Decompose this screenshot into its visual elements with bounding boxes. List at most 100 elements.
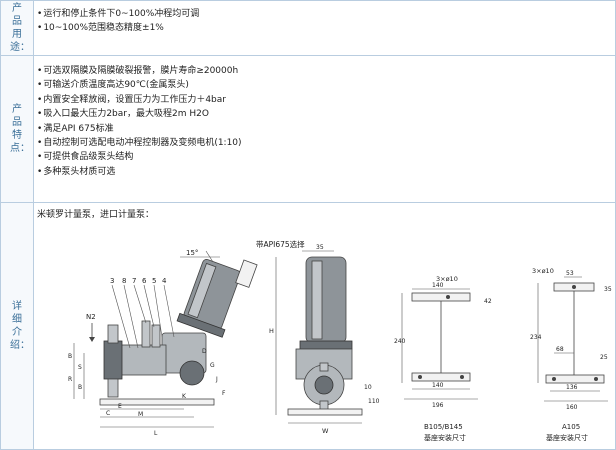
list-item: 可提供食品级泵头结构 <box>37 150 615 164</box>
dim-label: B <box>68 353 72 360</box>
pump-side-view: 15° <box>68 249 258 437</box>
dim-label: L <box>154 430 158 437</box>
mount-hole <box>418 375 422 379</box>
pump-head <box>117 344 167 376</box>
motor <box>176 259 258 338</box>
crank-disc <box>179 360 205 386</box>
dim-label: 234 <box>530 334 542 341</box>
base-plate-bottom <box>545 374 605 384</box>
base-caption-text: 基座安装尺寸 <box>546 433 588 442</box>
discharge-valve <box>107 324 119 344</box>
dim-label: 160 <box>566 404 578 411</box>
dim-label: H <box>269 327 274 335</box>
dim-label: J <box>215 376 218 383</box>
dim-label: 240 <box>394 338 406 345</box>
list-item: 运行和停止条件下0~100%冲程均可调 <box>37 7 615 21</box>
dim-label: C <box>106 410 110 417</box>
dim-label: 140 <box>432 382 444 389</box>
callout-number: 5 <box>152 277 156 285</box>
dim-label: 10 <box>364 384 372 391</box>
dim-label: M <box>138 411 143 418</box>
list-item: 可输送介质温度高达90℃(金属泵头) <box>37 78 615 92</box>
dim-label: G <box>210 362 215 369</box>
base-a105-drawing: 3×ø10 53 35 234 68 25 136 <box>530 267 612 442</box>
callout-number: 3 <box>110 277 114 285</box>
list-item: 吸入口最大压力2bar，最大吸程2m H2O <box>37 107 615 121</box>
base-caption-model: A105 <box>562 423 580 431</box>
list-item: 多种泵头材质可选 <box>37 165 615 179</box>
diaphragm-chamber <box>103 340 123 380</box>
callout-line <box>143 284 155 328</box>
n2-label: N2 <box>86 313 96 321</box>
usage-content: 运行和停止条件下0~100%冲程均可调 10~100%范围稳态精度±1% <box>34 1 615 55</box>
dim-label: K <box>182 393 187 400</box>
dim-label: 25 <box>600 354 608 361</box>
base-caption-model: B105/B145 <box>424 423 463 431</box>
dim-label: E <box>118 403 122 410</box>
dim-label: 196 <box>432 402 444 409</box>
api675-caption: 带API675选择 <box>256 239 305 249</box>
stroke-adjuster <box>151 324 161 348</box>
base-plate-top <box>411 292 471 302</box>
features-content: 可选双隔膜及隔膜破裂报警，膜片寿命≥20000h 可输送介质温度高达90℃(金属… <box>34 56 615 202</box>
dim-label: 35 <box>604 286 612 293</box>
motor-flange <box>176 312 226 338</box>
mount-hole <box>594 377 598 381</box>
mount-hole <box>552 377 556 381</box>
dim-label: 136 <box>566 384 578 391</box>
base-plate-bottom <box>411 372 471 382</box>
front-base <box>287 408 363 416</box>
row-label-details: 详细介绍： <box>1 203 34 449</box>
dim-label: 53 <box>566 270 574 277</box>
dim-label: B <box>78 384 82 391</box>
hole-label: 3×ø10 <box>532 267 554 275</box>
dim-label: D <box>202 348 207 355</box>
list-item: 10~100%范围稳态精度±1% <box>37 21 615 35</box>
pump-dimension-drawing: 15° <box>68 239 612 442</box>
pump-base <box>99 398 215 406</box>
dim-label: S <box>78 364 82 371</box>
motor-highlight <box>187 262 217 319</box>
dim-label: 140 <box>432 282 444 289</box>
front-motor-flange <box>299 340 353 350</box>
n2-arrowhead <box>89 337 95 342</box>
callout-number: 8 <box>122 277 126 285</box>
front-valve-top <box>319 362 329 372</box>
callout-line <box>111 284 131 349</box>
callout-line <box>153 284 163 338</box>
dim-label: W <box>322 427 329 435</box>
callout-number: 6 <box>142 277 147 285</box>
details-content: 米顿罗计量泵，进口计量泵： 15° <box>34 203 615 449</box>
angle-label: 15° <box>186 249 198 257</box>
pump-front-view: 带API675选择 35 <box>256 239 380 435</box>
row-label-usage: 产品用途： <box>1 1 34 55</box>
details-title: 米顿罗计量泵，进口计量泵： <box>37 210 155 220</box>
dim-label: 35 <box>316 244 324 251</box>
front-motor-highlight <box>311 260 323 340</box>
terminal-box <box>235 259 258 288</box>
row-usage: 产品用途： 运行和停止条件下0~100%冲程均可调 10~100%范围稳态精度±… <box>1 1 615 56</box>
relief-valve <box>141 320 151 348</box>
dim-label: R <box>68 376 72 383</box>
dim-label: 110 <box>368 398 380 405</box>
dim-label: 42 <box>484 298 492 305</box>
base-caption-text: 基座安装尺寸 <box>424 433 466 442</box>
mount-hole <box>446 295 450 299</box>
callout-line <box>133 284 147 324</box>
mount-hole <box>572 285 576 289</box>
base-b105-drawing: 3×ø10 140 42 240 140 196 B105/ <box>394 275 492 442</box>
list-item: 可选双隔膜及隔膜破裂报警，膜片寿命≥20000h <box>37 64 615 78</box>
usage-list: 运行和停止条件下0~100%冲程均可调 10~100%范围稳态精度±1% <box>34 1 615 36</box>
row-label-features: 产品特点： <box>1 56 34 202</box>
hole-label: 3×ø10 <box>436 275 458 283</box>
callout-number: 7 <box>132 277 136 285</box>
row-details: 详细介绍： 米顿罗计量泵，进口计量泵： 15° <box>1 203 615 449</box>
callout-line <box>163 284 175 338</box>
callout-number: 4 <box>162 277 167 285</box>
dim-label: F <box>222 390 226 397</box>
list-item: 内置安全释放阀，设置压力为工作压力＋4bar <box>37 93 615 107</box>
list-item: 自动控制可选配电动冲程控制器及变频电机(1:10) <box>37 136 615 150</box>
mount-hole <box>460 375 464 379</box>
suction-valve <box>107 378 119 398</box>
